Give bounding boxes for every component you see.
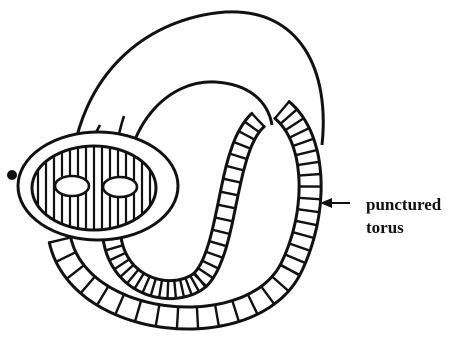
tube-rib xyxy=(115,294,124,314)
tube-rib xyxy=(97,286,108,305)
tube-rib xyxy=(296,150,317,155)
tube-rib xyxy=(209,241,226,246)
tube-rib xyxy=(239,131,255,139)
tube-edge xyxy=(194,113,252,273)
right-hole xyxy=(103,177,137,197)
tube-rib xyxy=(245,122,260,133)
tube-rib xyxy=(202,261,218,269)
tube-rib xyxy=(185,278,191,295)
tube-rib xyxy=(226,166,244,171)
tube-rib xyxy=(120,265,133,277)
tube-rib xyxy=(248,294,258,314)
tube-rib xyxy=(151,279,156,296)
tube-rib xyxy=(156,305,160,327)
tube-rib xyxy=(159,280,162,298)
annotation-line-1: punctured xyxy=(366,194,441,216)
tube-rib xyxy=(168,281,169,299)
tube-edge xyxy=(121,237,195,281)
tube-edge xyxy=(275,118,299,265)
tube-rib xyxy=(234,142,251,149)
annotation-line-2: torus xyxy=(366,217,404,239)
tube-rib xyxy=(280,109,297,124)
tube-rib xyxy=(143,276,150,293)
tube-rib xyxy=(180,280,184,298)
tube-rib xyxy=(298,209,320,212)
tube-rib xyxy=(174,280,176,298)
tube-rib xyxy=(206,252,223,258)
tube-rib xyxy=(252,113,264,126)
tube-rib xyxy=(135,301,141,322)
tube-rib xyxy=(285,118,303,130)
tube-rib xyxy=(293,139,314,146)
tube-rib xyxy=(285,255,305,264)
tube-rib xyxy=(215,305,219,327)
tube-rib xyxy=(212,230,230,234)
tube-rib xyxy=(135,273,144,288)
tube-rib xyxy=(177,307,178,329)
tube-rib xyxy=(127,270,138,284)
tube-rib xyxy=(261,286,274,304)
arrow-left-icon xyxy=(320,198,350,208)
tube-rib xyxy=(197,307,198,329)
tube-rib xyxy=(220,192,238,196)
tube-rib xyxy=(293,232,314,238)
tube-rib xyxy=(272,277,289,292)
tube-rib xyxy=(299,174,321,176)
tube-rib xyxy=(223,179,241,183)
tube-rib xyxy=(81,277,95,294)
tube-rib xyxy=(109,253,125,261)
left-hole xyxy=(55,176,89,196)
tube-rib xyxy=(289,128,309,138)
tube-rib xyxy=(230,154,247,159)
tube-rib xyxy=(280,265,300,275)
tube-rib xyxy=(296,221,318,225)
base-point-dot xyxy=(7,170,17,180)
hatched-disk xyxy=(18,132,178,240)
tube-rib xyxy=(106,245,123,250)
tube-rib xyxy=(215,218,233,222)
tube-rib xyxy=(49,237,70,242)
tube-rib xyxy=(298,162,320,165)
tube-rib xyxy=(232,301,239,322)
tube-edge xyxy=(207,127,265,287)
tube-rib xyxy=(56,252,76,262)
tube-rib xyxy=(275,102,289,119)
tube-rib xyxy=(114,259,129,269)
tube-rib xyxy=(198,268,213,278)
tube-rib xyxy=(218,205,236,209)
tube-rib xyxy=(67,265,84,279)
tube-rib xyxy=(299,198,321,200)
tube-rib xyxy=(289,244,310,251)
